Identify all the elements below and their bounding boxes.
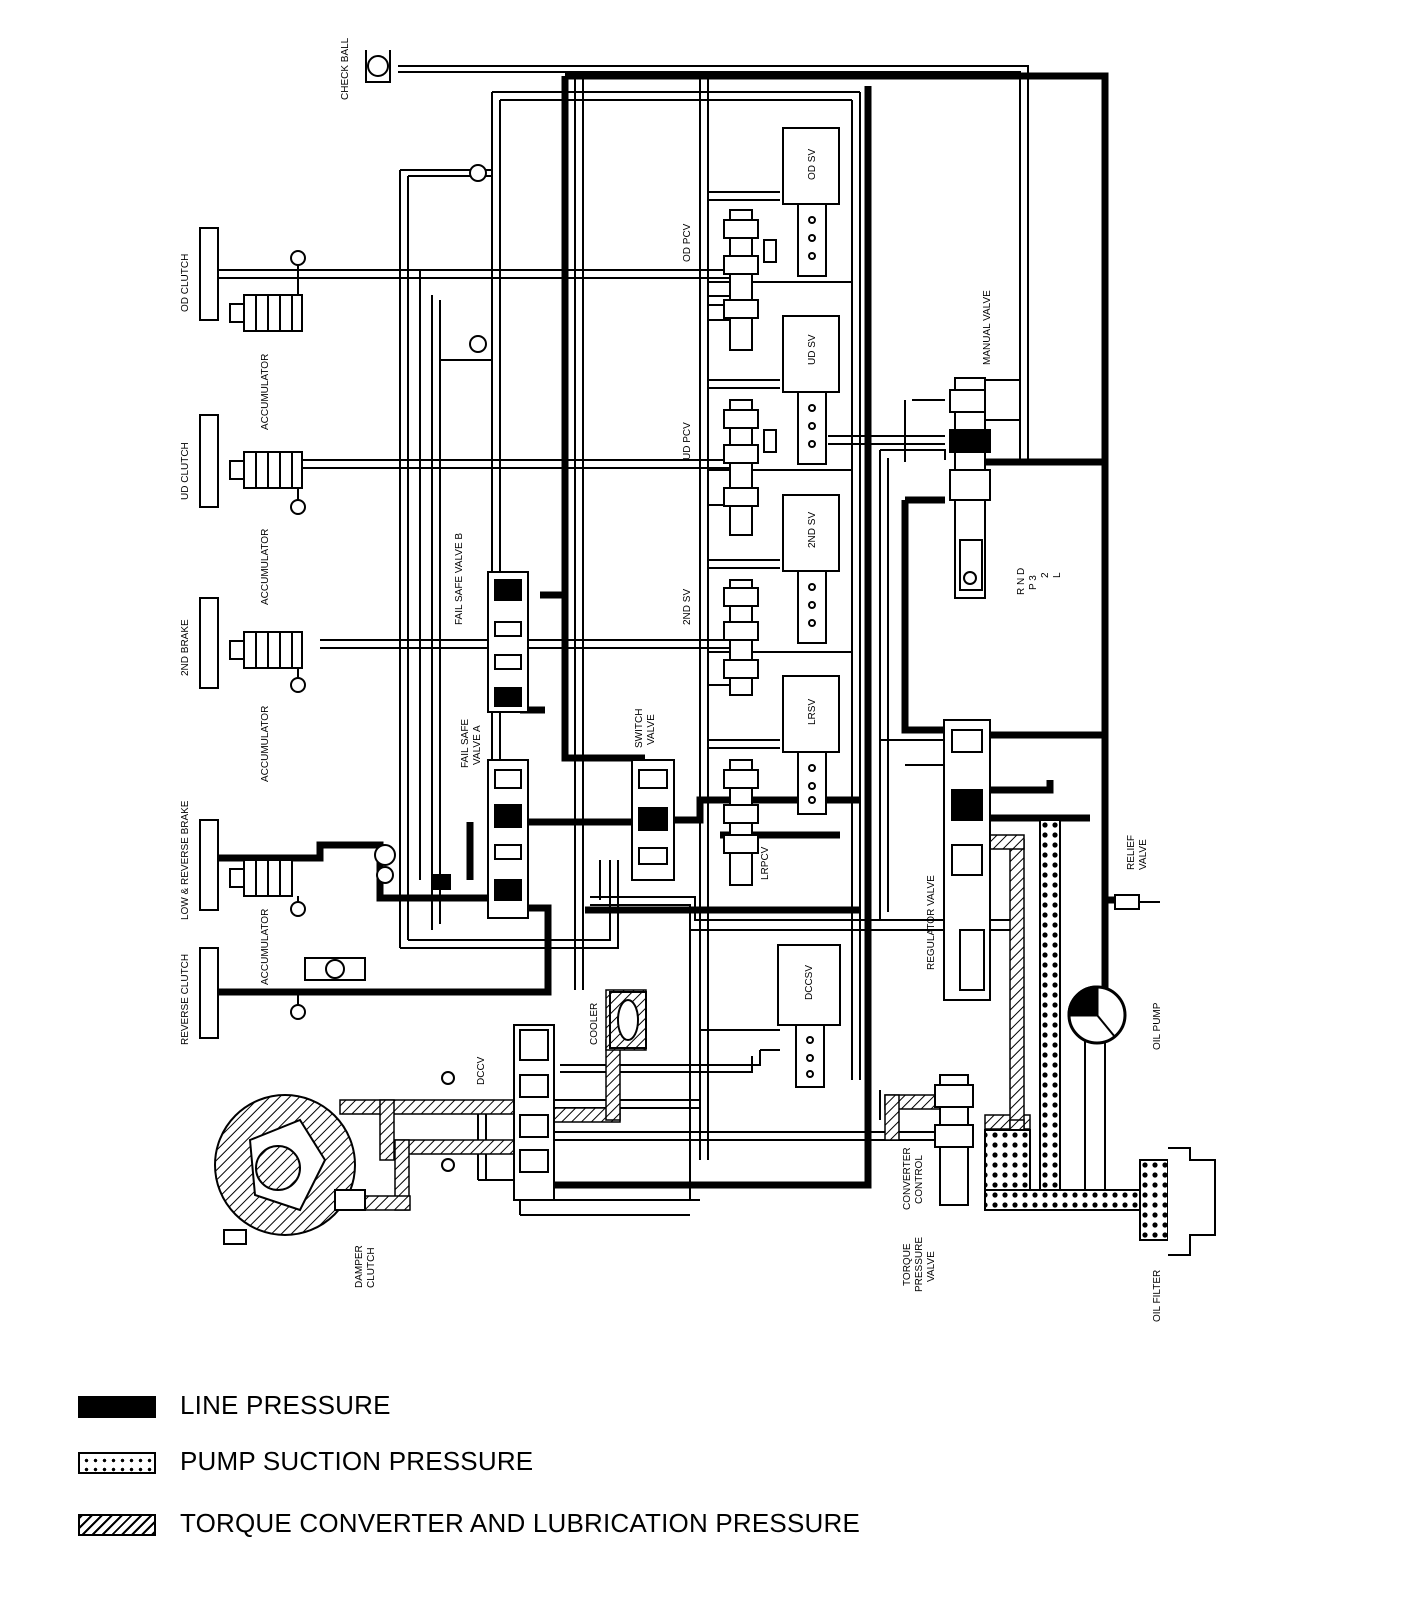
- 2nd-sv: [782, 494, 840, 644]
- label-od-pcv: OD PCV: [682, 223, 693, 262]
- accumulator-low-reverse: [229, 859, 306, 917]
- label-converter-control-2: CONTROL: [914, 1155, 925, 1204]
- label-2nd-sv-left: 2ND SV: [682, 589, 693, 625]
- dccsv: [777, 944, 841, 1088]
- legend-pump-suction: PUMP SUCTION PRESSURE: [78, 1444, 978, 1484]
- label-torque-pressure-1: TORQUE: [902, 1243, 913, 1286]
- label-range-4: L: [1052, 572, 1063, 578]
- label-2nd-brake: 2ND BRAKE: [180, 619, 191, 676]
- accumulators: [229, 250, 306, 1020]
- torque-converter: [214, 1094, 366, 1245]
- label-relief-valve-2: VALVE: [1138, 839, 1149, 870]
- label-range-1: R N D: [1016, 568, 1027, 595]
- label-accumulator-od: ACCUMULATOR: [260, 354, 271, 430]
- ud-pcv: [723, 399, 777, 536]
- regulator-valve: [943, 719, 991, 1001]
- switch-valve: [631, 759, 675, 881]
- label-ud-pcv: UD PCV: [682, 422, 693, 460]
- torque-converter-swatch: [78, 1514, 156, 1536]
- ud-sv: [782, 315, 840, 465]
- label-dccsv: DCCSV: [804, 965, 815, 1000]
- label-accumulator-2nd: ACCUMULATOR: [260, 706, 271, 782]
- accumulator-2nd: [229, 631, 306, 693]
- label-lrpcv: LRPCV: [760, 846, 771, 880]
- label-range-3: 2: [1040, 572, 1051, 578]
- legend-line-pressure: LINE PRESSURE: [78, 1388, 978, 1428]
- accumulator-ud: [229, 451, 306, 515]
- label-regulator-valve: REGULATOR VALVE: [926, 875, 937, 970]
- clutch-pistons: [199, 227, 219, 1039]
- check-balls: [304, 50, 487, 981]
- lrpcv-valve: [723, 759, 759, 886]
- line-pressure-swatch: [78, 1396, 156, 1418]
- fail-safe-valve-a: [487, 759, 529, 919]
- pump-suction-circuit: [984, 819, 1176, 1241]
- label-lrsv: LRSV: [807, 699, 818, 725]
- line-pressure-circuit: [218, 72, 1115, 1189]
- od-sv: [782, 127, 840, 277]
- od-pcv: [723, 209, 777, 351]
- label-torque-pressure-2: PRESSURE: [914, 1237, 925, 1292]
- manual-valve: [949, 377, 1021, 599]
- accumulator-od: [229, 250, 306, 332]
- label-reverse-clutch: REVERSE CLUTCH: [180, 954, 191, 1045]
- label-manual-valve: MANUAL VALVE: [982, 290, 993, 365]
- label-2nd-sv: 2ND SV: [807, 512, 818, 548]
- label-fail-safe-valve-b: FAIL SAFE VALVE B: [454, 533, 465, 625]
- oil-filter: [1168, 1147, 1216, 1256]
- torque-pressure-valve: [934, 1074, 974, 1206]
- label-torque-pressure-3: VALVE: [926, 1251, 937, 1282]
- label-fail-safe-valve-a-1: FAIL SAFE: [460, 719, 471, 768]
- label-converter-control-1: CONVERTER: [902, 1147, 913, 1210]
- label-range-2: P 3: [1028, 575, 1039, 590]
- label-damper-clutch-2: CLUTCH: [366, 1247, 377, 1288]
- lrsv: [782, 675, 840, 815]
- label-oil-pump: OIL PUMP: [1152, 1002, 1163, 1050]
- 2nd-pcv: [723, 579, 759, 696]
- label-od-sv: OD SV: [807, 149, 818, 180]
- label-dccv: DCCV: [476, 1056, 487, 1085]
- label-low-reverse-brake: LOW & REVERSE BRAKE: [180, 800, 191, 920]
- oil-pump: [1067, 985, 1127, 1045]
- label-relief-valve-1: RELIEF: [1126, 835, 1137, 870]
- pump-suction-swatch: [78, 1452, 156, 1474]
- label-ud-clutch: UD CLUTCH: [180, 442, 191, 500]
- label-accumulator-ud: ACCUMULATOR: [260, 529, 271, 605]
- label-ud-sv: UD SV: [807, 334, 818, 365]
- label-fail-safe-valve-a-2: VALVE A: [472, 725, 483, 765]
- control-valves: [441, 377, 1160, 1206]
- legend-line-pressure-label: LINE PRESSURE: [180, 1390, 391, 1420]
- label-accumulator-low-reverse: ACCUMULATOR: [260, 909, 271, 985]
- label-damper-clutch-1: DAMPER: [354, 1245, 365, 1288]
- relief-valve: [1114, 894, 1160, 910]
- cooler: [609, 991, 647, 1049]
- check-ball-top: [365, 50, 391, 83]
- label-switch-valve-1: SWITCH: [634, 709, 645, 748]
- fail-safe-valves: [431, 571, 675, 919]
- dccv-valve: [441, 1024, 555, 1201]
- legend-pump-suction-label: PUMP SUCTION PRESSURE: [180, 1446, 534, 1476]
- legend-torque-converter-label: TORQUE CONVERTER AND LUBRICATION PRESSUR…: [180, 1508, 860, 1538]
- pressure-control-valves: [723, 209, 777, 886]
- label-check-ball: CHECK BALL: [340, 37, 351, 100]
- check-ball-reverse: [304, 957, 366, 981]
- component-labels: CHECK BALL OD CLUTCH ACCUMULATOR UD CLUT…: [180, 37, 1163, 1322]
- label-od-clutch: OD CLUTCH: [180, 254, 191, 312]
- solenoid-valves: [777, 127, 841, 1088]
- control-pressure-circuits: [218, 65, 1106, 1216]
- label-oil-filter: OIL FILTER: [1152, 1270, 1163, 1322]
- label-switch-valve-2: VALVE: [646, 714, 657, 745]
- label-cooler: COOLER: [589, 1003, 600, 1045]
- fail-safe-valve-b: [487, 571, 529, 713]
- legend-torque-converter: TORQUE CONVERTER AND LUBRICATION PRESSUR…: [78, 1506, 978, 1546]
